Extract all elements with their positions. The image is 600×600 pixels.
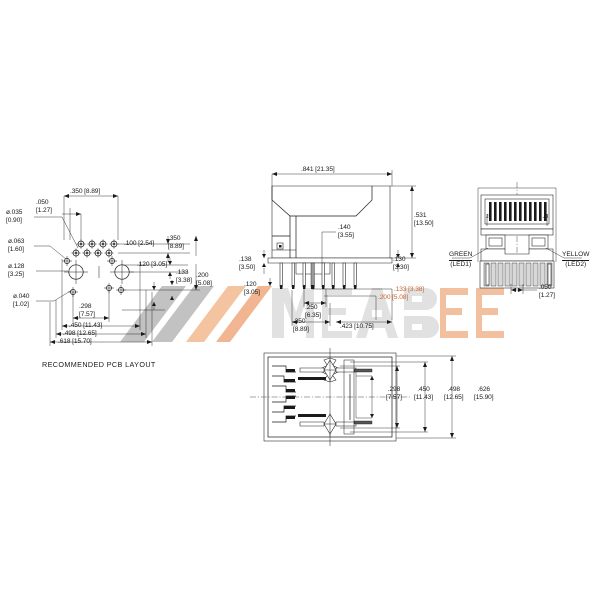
- dim-pcb-200: [122, 282, 165, 311]
- dim-label-pcb-120: .120 [3.05]: [137, 261, 168, 268]
- dim-pcb-450: [61, 259, 141, 330]
- dim-label-sv-130: .130 [3.30]: [393, 256, 409, 271]
- dim-label-sv-841: .841 [21.35]: [301, 166, 335, 173]
- dim-bv-626: [396, 355, 456, 439]
- pcb-layout-caption: RECOMMENDED PCB LAYOUT: [42, 360, 156, 369]
- dim-label-pcb-350-top: .350 [8.89]: [70, 188, 101, 195]
- dim-label-pcb-050: .050 [1.27]: [36, 199, 52, 214]
- dim-pcb-350-right: [122, 236, 200, 291]
- callout-dia-040: ø.040 [1.02]: [13, 293, 30, 308]
- dim-label-sv-200: .200 [5.08]: [378, 294, 409, 301]
- dim-label-pcb-350-right: .350 [8.89]: [168, 235, 184, 250]
- dim-sv-138: [262, 250, 266, 274]
- dim-label-bv-298: .298 [7.57]: [386, 386, 402, 401]
- dim-label-sv-531: .531 [13.50]: [414, 212, 434, 227]
- dim-sv-140: [321, 231, 336, 263]
- dim-label-pcb-298: .298 [7.57]: [79, 303, 95, 318]
- label-contact-j1: J1: [486, 214, 492, 220]
- front-body-band: [480, 228, 554, 236]
- callout-dia-128: ø.128 [3.25]: [8, 263, 25, 278]
- side-pin-legs: [279, 262, 357, 289]
- pcb-mounting-hole-left: [64, 260, 88, 284]
- dim-label-sv-350: .350 [8.89]: [293, 318, 309, 333]
- leader-dia-040: [36, 289, 73, 302]
- dim-label-fv-050: .050 [1.27]: [539, 284, 555, 299]
- dim-pcb-498: [55, 290, 147, 338]
- dim-label-bv-450: .450 [11.43]: [414, 386, 433, 401]
- dim-label-sv-120: .120 [3.05]: [244, 281, 260, 296]
- view-side-section: [262, 170, 416, 326]
- pcb-led-pad-upper-right: [107, 256, 117, 266]
- pcb-signal-pads-row-lower: [76, 239, 119, 249]
- dim-sv-120: [268, 278, 272, 286]
- side-bottom-flange: [267, 257, 393, 264]
- dim-bv-450: [340, 365, 400, 429]
- dim-pcb-298: [72, 290, 110, 322]
- dim-pcb-133: [170, 280, 174, 300]
- dim-pcb-618: [49, 292, 153, 346]
- dim-label-sv-250: .250 [6.35]: [305, 304, 321, 319]
- bottom-contact-fingers: [272, 365, 296, 423]
- dim-label-sv-423: .423 [10.75]: [340, 323, 374, 330]
- dim-label-sv-138: .138 [3.50]: [239, 256, 255, 271]
- dim-label-pcb-618: .618 [15.70]: [58, 338, 92, 345]
- dim-sv-531: [390, 185, 416, 259]
- callout-dia-035: ø.035 [0.90]: [6, 209, 23, 224]
- leader-dia-035: [34, 216, 79, 249]
- dim-label-sv-140: .140 [3.55]: [338, 224, 354, 239]
- pcb-signal-pads-row-upper: [71, 248, 114, 258]
- dim-sv-841: [271, 170, 393, 186]
- view-bottom: [250, 348, 456, 446]
- dim-label-pcb-200: .200 [5.08]: [196, 272, 212, 287]
- label-led-yellow: YELLOW (LED2): [562, 251, 590, 268]
- label-led-green: GREEN (LED1): [449, 251, 473, 268]
- dim-label-pcb-100: .100 [2.54]: [124, 240, 155, 247]
- dim-pcb-350-top: [63, 194, 119, 240]
- dim-pcb-100: [118, 236, 190, 262]
- dim-label-bv-498: .498 [12.65]: [444, 386, 464, 401]
- front-contact-blades: [489, 202, 547, 221]
- dim-fv-050: [510, 284, 537, 294]
- pcb-led-pad-upper-left: [62, 256, 72, 266]
- dim-label-pcb-450: .450 [11.43]: [69, 322, 103, 329]
- dim-sv-423: [336, 320, 392, 324]
- dim-bv-498: [350, 361, 428, 433]
- view-front: [452, 182, 582, 294]
- dim-sv-130: [396, 250, 400, 272]
- front-pin-bank: [479, 260, 555, 289]
- dim-sv-133: [312, 288, 393, 320]
- leader-led-yellow: [545, 247, 582, 259]
- dim-sv-350: [291, 290, 331, 326]
- dim-pcb-120: [122, 258, 188, 279]
- dim-label-sv-133: .133 [3.38]: [394, 286, 425, 293]
- leader-dia-063: [34, 245, 67, 260]
- dim-bv-298: [329, 372, 374, 419]
- dim-pcb-050: [62, 208, 82, 240]
- dim-sv-250: [303, 289, 327, 307]
- dim-label-pcb-133: .133 [3.38]: [176, 269, 192, 284]
- leader-led-green: [452, 247, 489, 259]
- callout-dia-063: ø.063 [1.60]: [8, 238, 25, 253]
- label-contact-j8: J8: [543, 214, 549, 220]
- dim-sv-200: [324, 295, 377, 320]
- dim-label-pcb-498: .498 [12.65]: [63, 330, 97, 337]
- view-pcb-layout: [34, 194, 200, 346]
- watermark-graphic: [120, 286, 504, 342]
- dim-label-bv-626: .626 [15.90]: [474, 386, 494, 401]
- bottom-mounting-boss-upper: [317, 357, 343, 383]
